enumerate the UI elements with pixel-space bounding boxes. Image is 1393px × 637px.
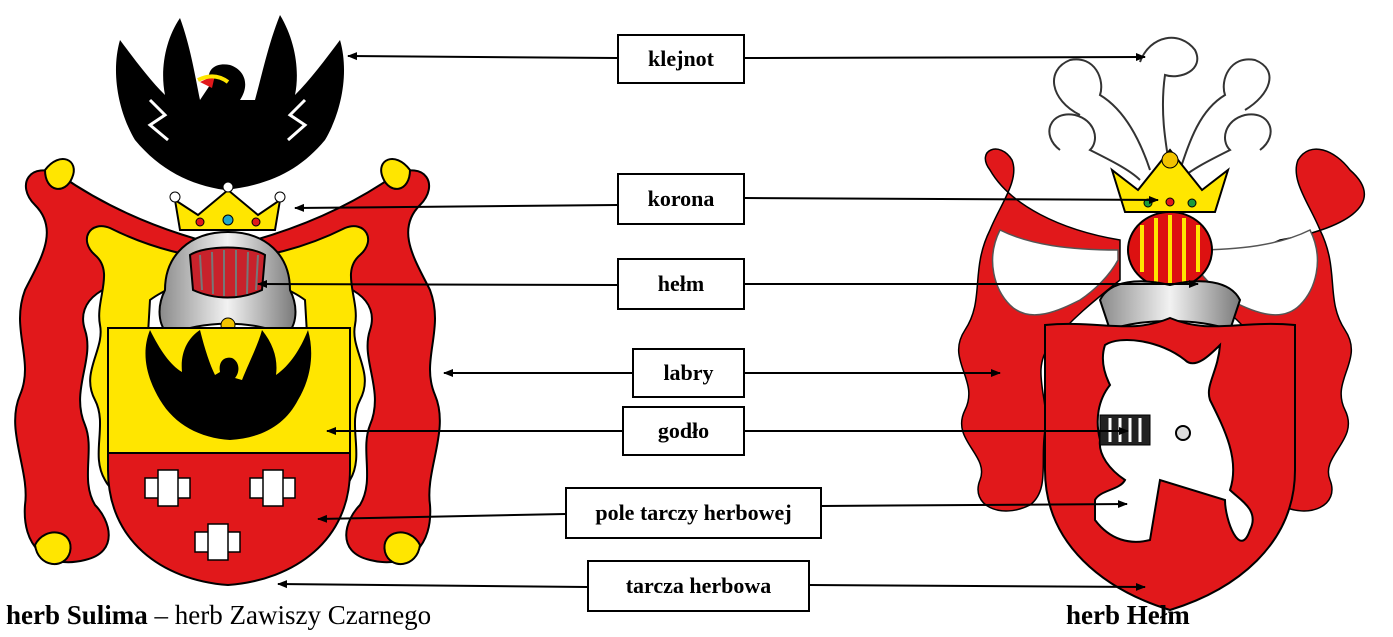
arrow-crest-right xyxy=(744,53,1146,62)
sulima-crest-eagle xyxy=(115,15,345,190)
helm-crown xyxy=(1110,148,1230,213)
sulima-crown xyxy=(169,181,286,231)
caption-helm: herb Hełm xyxy=(1066,600,1190,631)
sulima-coat-of-arms xyxy=(14,15,441,587)
arrow-crown-right xyxy=(744,195,1159,204)
arrow-helmet-left xyxy=(257,280,618,289)
arrow-shield-left xyxy=(277,580,588,589)
helm-helmet xyxy=(1098,211,1242,333)
arrow-shield-right xyxy=(809,582,1146,591)
arrow-crest-left xyxy=(347,52,618,61)
sulima-shield xyxy=(107,327,351,587)
arrow-crown-left xyxy=(294,203,618,212)
caption-helm-name: herb Hełm xyxy=(1066,600,1190,630)
label-helmet: hełm xyxy=(617,258,745,310)
label-mantling: labry xyxy=(632,348,745,398)
caption-sulima-rest: – herb Zawiszy Czarnego xyxy=(147,600,432,630)
caption-sulima: herb Sulima – herb Zawiszy Czarnego xyxy=(6,600,431,631)
arrow-field-right xyxy=(821,500,1128,509)
sulima-charge-stars xyxy=(144,469,296,561)
helm-shield xyxy=(1044,316,1296,612)
helm-coat-of-arms xyxy=(958,36,1365,612)
leader-lines xyxy=(257,52,1199,591)
label-shield: tarcza herbowa xyxy=(587,560,810,612)
sulima-helmet xyxy=(158,230,297,337)
label-field: pole tarczy herbowej xyxy=(565,487,822,539)
label-crown: korona xyxy=(617,173,745,225)
helm-crest-feathers xyxy=(1048,36,1272,181)
arrow-field-left xyxy=(317,513,566,523)
label-crest: klejnot xyxy=(617,34,745,84)
caption-sulima-name: herb Sulima xyxy=(6,600,148,630)
label-charge: godło xyxy=(622,406,745,456)
